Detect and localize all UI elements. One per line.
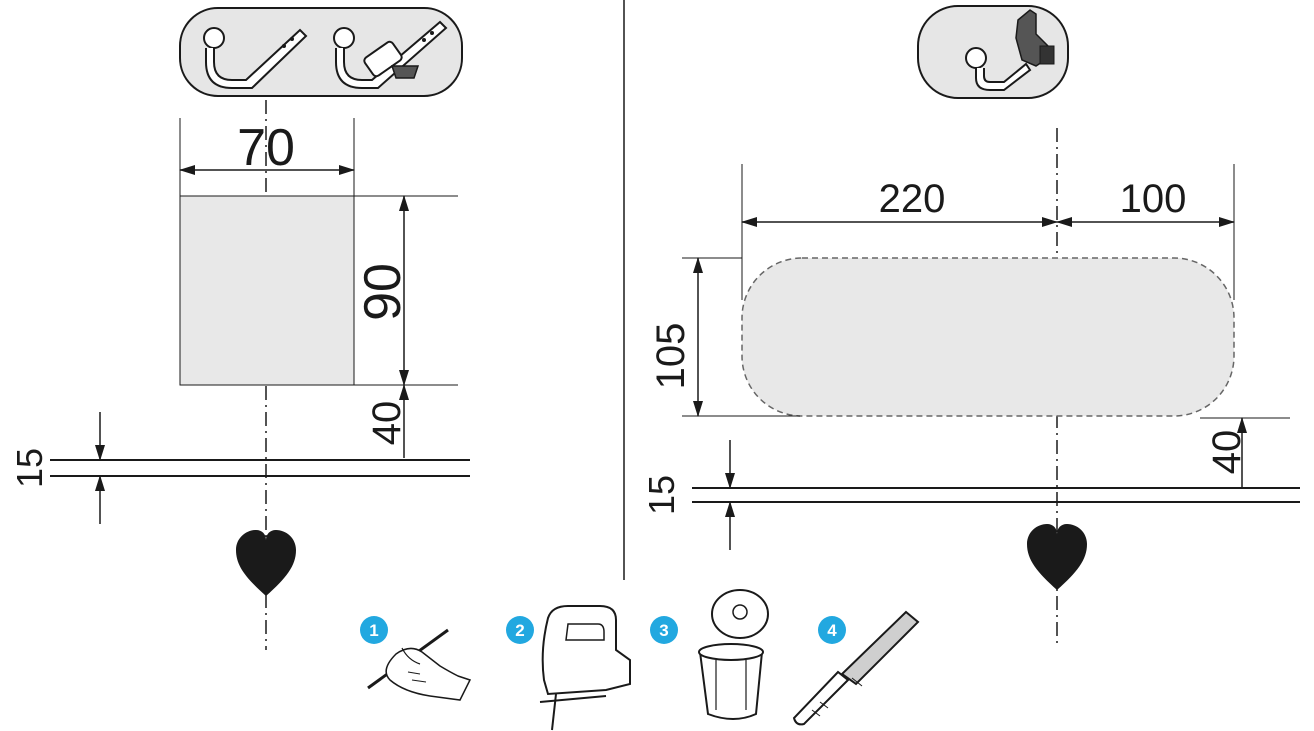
height-label: 105	[649, 323, 693, 390]
step-4: 4	[792, 610, 920, 726]
fixed-and-detachable-towbar-icon	[179, 7, 463, 97]
right-width-label: 100	[1120, 177, 1187, 221]
step-number: 2	[515, 621, 524, 640]
step-number: 4	[827, 621, 837, 640]
left-cutout-area	[179, 195, 355, 386]
step-badge	[506, 616, 534, 644]
bumper-label: 15	[641, 475, 682, 515]
step-1: 1	[360, 616, 472, 701]
step-3: 3	[650, 589, 769, 720]
left-width-label: 220	[879, 177, 946, 221]
right-cutout-area	[741, 257, 1235, 417]
mark-with-pencil-icon	[367, 628, 472, 701]
trim-cover-icon	[698, 589, 769, 720]
jigsaw-icon	[539, 605, 631, 731]
step-sequence: 1 2 3	[360, 589, 920, 731]
heart-icon	[236, 530, 296, 596]
step-badge	[818, 616, 846, 644]
offset-label: 40	[1205, 430, 1249, 475]
swivel-towbar-icon	[917, 5, 1069, 99]
step-badge	[650, 616, 678, 644]
file-tool-icon	[792, 610, 920, 726]
right-panel: 220 100 105 40 15	[641, 5, 1300, 648]
left-panel: 70 90 40 15	[9, 7, 470, 650]
bumper-label: 15	[9, 448, 50, 488]
step-badge	[360, 616, 388, 644]
step-number: 3	[659, 621, 668, 640]
heart-icon	[1027, 524, 1087, 590]
width-label: 70	[237, 119, 295, 177]
step-2: 2	[506, 605, 631, 731]
height-label: 90	[354, 263, 412, 321]
step-number: 1	[369, 621, 378, 640]
offset-label: 40	[365, 401, 409, 446]
